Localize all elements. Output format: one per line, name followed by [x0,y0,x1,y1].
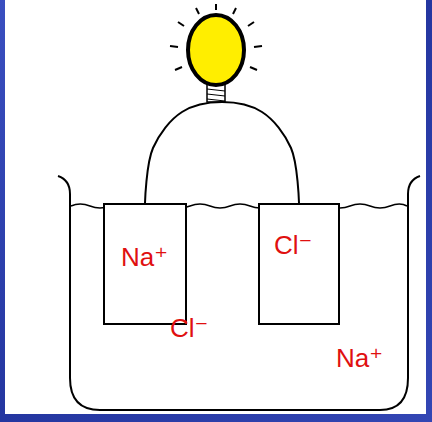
bulb-glass [188,15,244,85]
ion-label: Na⁺ [336,344,383,373]
electrode: Na⁺ [103,203,187,325]
light-bulb [170,4,262,102]
light-rays [170,4,262,70]
ion-label: Na⁺ [121,243,168,272]
ion-label: Cl⁻ [170,314,208,343]
electrode: Cl⁻ [258,203,340,325]
picture-ground [5,0,426,414]
beaker [58,176,420,410]
wire [145,102,299,203]
ion-label: Cl⁻ [274,231,312,260]
bulb-thread [207,89,225,101]
